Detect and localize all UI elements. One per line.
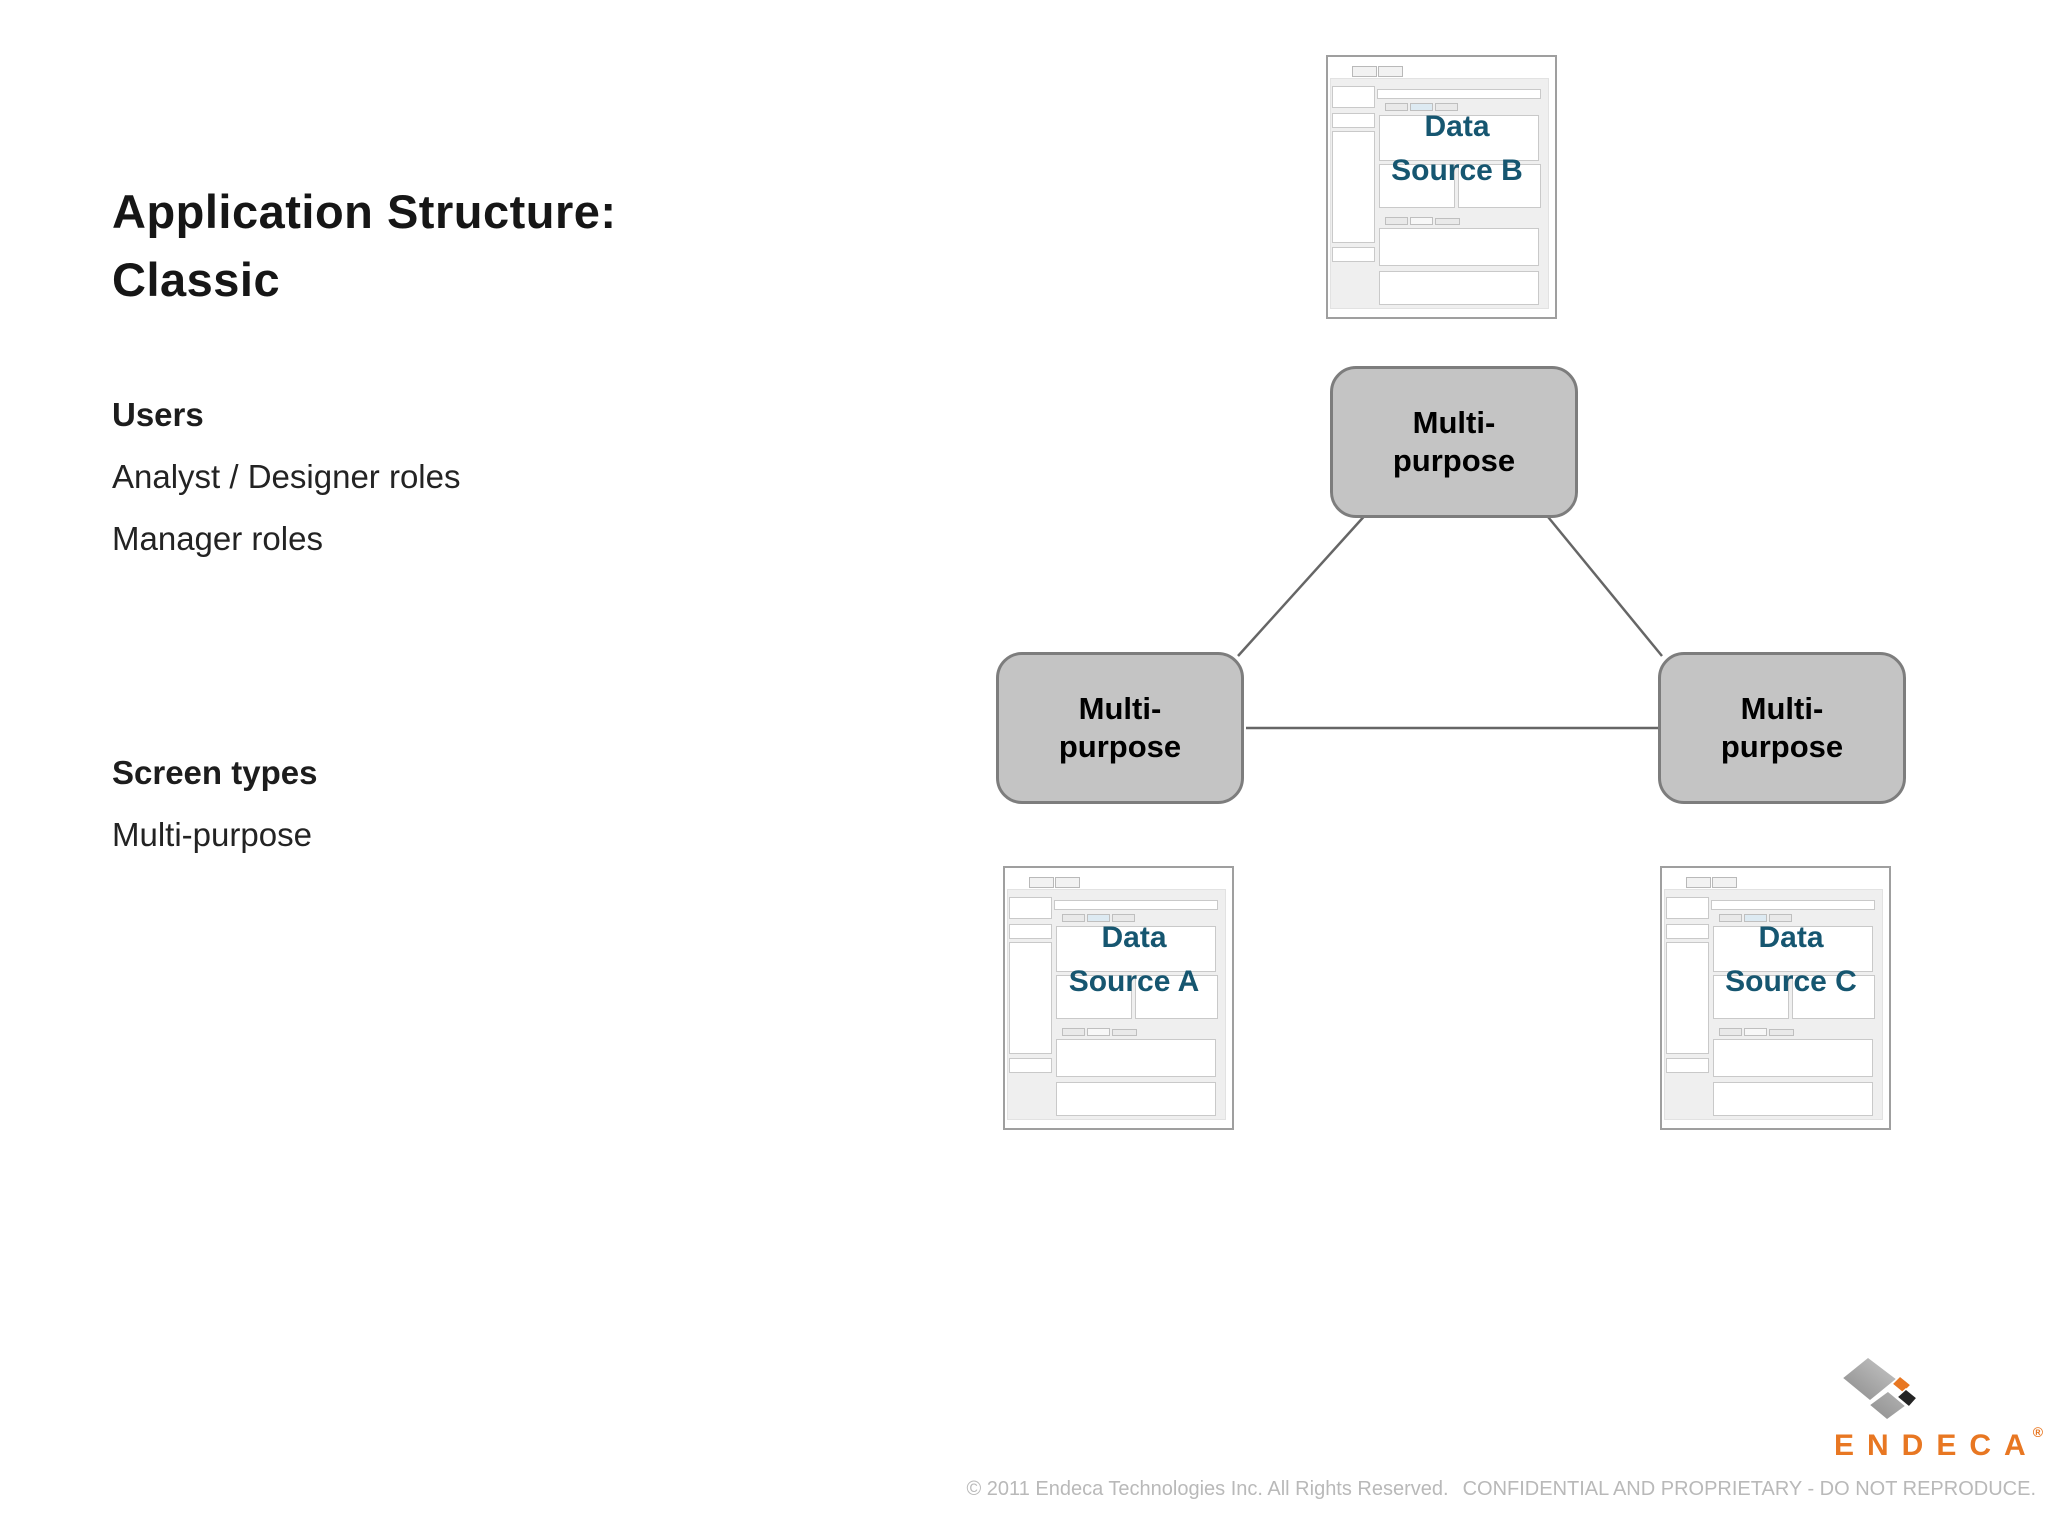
content-box	[1379, 164, 1455, 208]
content-box	[1379, 228, 1539, 266]
multi-purpose-node-left-label: Multi-purpose	[1058, 691, 1182, 764]
search-bar-box	[1377, 89, 1541, 99]
toolbar-button-box	[1435, 103, 1458, 111]
toolbar-button-box	[1087, 914, 1110, 922]
multi-purpose-node-top: Multi-purpose	[1330, 366, 1578, 518]
sidebar-box	[1009, 897, 1052, 919]
sidebar-box	[1666, 942, 1709, 1054]
content-box	[1379, 115, 1539, 161]
sidebar-box	[1009, 942, 1052, 1054]
window-tab	[1055, 877, 1080, 888]
toolbar-button-box	[1769, 914, 1792, 922]
toolbar-button-box	[1410, 103, 1433, 111]
toolbar-button-box	[1385, 103, 1408, 111]
window-tab	[1029, 877, 1054, 888]
toolbar-button-box	[1062, 1028, 1085, 1036]
sidebar-box	[1332, 247, 1375, 262]
multi-purpose-node-right-label: Multi-purpose	[1720, 691, 1844, 764]
toolbar-button-box	[1744, 914, 1767, 922]
search-bar-box	[1054, 900, 1218, 910]
sidebar-box	[1009, 924, 1052, 939]
toolbar-button-box	[1410, 217, 1433, 225]
toolbar-button-box	[1087, 1028, 1110, 1036]
page-title-line-1: Application Structure:	[112, 185, 617, 238]
endeca-diamond-icon	[1842, 1356, 1918, 1421]
screen-types-section-heading: Screen types	[112, 754, 318, 791]
data-source-c-window: Data Source C	[1660, 866, 1891, 1130]
content-box	[1792, 975, 1875, 1019]
toolbar-button-box	[1385, 217, 1408, 225]
registered-trademark-symbol: ®	[2032, 1424, 2044, 1440]
toolbar-button-box	[1112, 1029, 1137, 1036]
toolbar-button-box	[1744, 1028, 1767, 1036]
sidebar-box	[1332, 113, 1375, 128]
content-box	[1056, 1039, 1216, 1077]
footer-notice: CONFIDENTIAL AND PROPRIETARY - DO NOT RE…	[1462, 1478, 2036, 1500]
users-section-heading: Users	[112, 396, 204, 433]
sidebar-box	[1332, 86, 1375, 108]
window-content-panel	[1664, 889, 1883, 1120]
sidebar-box	[1332, 131, 1375, 243]
content-box	[1379, 271, 1539, 305]
data-source-c-window-label: Data Source C	[1725, 921, 1857, 998]
data-source-a-window-label: Data Source A	[1068, 921, 1200, 998]
content-box	[1056, 1082, 1216, 1116]
content-box	[1713, 1082, 1873, 1116]
sidebar-box	[1666, 897, 1709, 919]
sidebar-box	[1666, 1058, 1709, 1073]
toolbar-button-box	[1719, 1028, 1742, 1036]
page-title: Application Structure: Classic	[112, 178, 617, 314]
endeca-logo: ENDECA®	[1834, 1354, 2044, 1463]
footer-copyright: © 2011 Endeca Technologies Inc. All Righ…	[966, 1478, 1449, 1500]
multi-purpose-node-right: Multi-purpose	[1658, 652, 1906, 804]
content-box	[1713, 926, 1873, 972]
content-box	[1135, 975, 1218, 1019]
sidebar-box	[1009, 1058, 1052, 1073]
data-source-b-window: Data Source B	[1326, 55, 1557, 319]
toolbar-button-box	[1112, 914, 1135, 922]
users-item-manager: Manager roles	[112, 520, 323, 557]
users-item-analyst-designer: Analyst / Designer roles	[112, 458, 461, 495]
data-source-b-window-label: Data Source B	[1391, 110, 1523, 187]
toolbar-button-box	[1719, 914, 1742, 922]
content-box	[1458, 164, 1541, 208]
multi-purpose-node-top-label: Multi-purpose	[1392, 405, 1516, 478]
screen-types-item-multi-purpose: Multi-purpose	[112, 816, 312, 853]
endeca-wordmark: ENDECA®	[1834, 1424, 2044, 1462]
toolbar-button-box	[1769, 1029, 1794, 1036]
multi-purpose-node-left: Multi-purpose	[996, 652, 1244, 804]
window-tab	[1686, 877, 1711, 888]
content-box	[1713, 1039, 1873, 1077]
sidebar-box	[1666, 924, 1709, 939]
content-box	[1056, 975, 1132, 1019]
toolbar-button-box	[1435, 218, 1460, 225]
toolbar-button-box	[1062, 914, 1085, 922]
search-bar-box	[1711, 900, 1875, 910]
data-source-a-window: Data Source A	[1003, 866, 1234, 1130]
window-tab	[1712, 877, 1737, 888]
footer-confidentiality-line: © 2011 Endeca Technologies Inc. All Righ…	[967, 1478, 2036, 1501]
window-content-panel	[1007, 889, 1226, 1120]
content-box	[1056, 926, 1216, 972]
window-content-panel	[1330, 78, 1549, 309]
window-tab	[1352, 66, 1377, 77]
page-title-line-2: Classic	[112, 253, 281, 306]
window-tab	[1378, 66, 1403, 77]
content-box	[1713, 975, 1789, 1019]
